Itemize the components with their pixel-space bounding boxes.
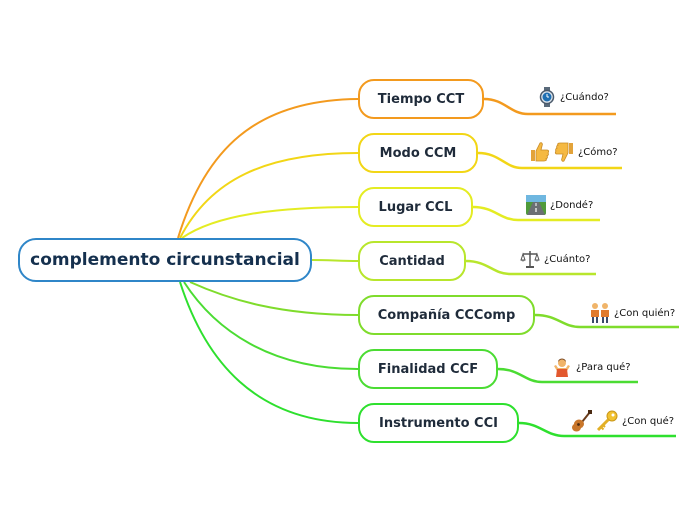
topic-cantidad[interactable]: Cantidad [358,241,466,281]
leaf-connector-cantidad [465,259,596,276]
connector-cantidad [311,259,359,262]
leaf-finalidad[interactable]: ¿Para qué? [552,357,631,377]
leaf-label-tiempo: ¿Cuándo? [560,91,609,103]
topic-lugar[interactable]: Lugar CCL [358,187,473,227]
two-people-icon [591,303,609,323]
leaf-label-finalidad: ¿Para qué? [576,361,631,373]
leaf-connector-tiempo [483,97,616,116]
connector-modo [179,152,359,239]
key-icon [596,410,618,432]
leaf-label-modo: ¿Cómo? [578,146,618,158]
leaf-connector-finalidad [497,367,638,384]
thumbs-up-icon [531,142,550,162]
leaf-lugar[interactable]: ¿Dondé? [526,195,593,215]
thumbs-down-icon [554,142,573,162]
road-icon [526,195,546,215]
leaf-connector-lugar [472,205,600,222]
connector-lugar [181,206,359,239]
leaf-modo[interactable]: ¿Cómo? [530,141,618,163]
leaf-compania[interactable]: ¿Con quién? [590,302,675,324]
leaf-tiempo[interactable]: ¿Cuándo? [538,87,609,107]
connector-tiempo [177,98,359,239]
guitar-icon [572,410,592,432]
balance-scale-icon [520,251,540,268]
connector-compania [189,281,359,316]
topic-modo[interactable]: Modo CCM [358,133,478,173]
topic-tiempo[interactable]: Tiempo CCT [358,79,484,119]
topic-finalidad[interactable]: Finalidad CCF [358,349,498,389]
root-node[interactable]: complemento circunstancial [18,238,312,282]
wristwatch-icon [539,87,555,107]
leaf-label-compania: ¿Con quién? [614,307,676,319]
topic-compania[interactable]: Compañía CCComp [358,295,535,335]
person-shrugging-icon [554,358,570,377]
topic-instrumento[interactable]: Instrumento CCI [358,403,519,443]
connector-instrumento [179,281,359,424]
leaf-label-instrumento: ¿Con qué? [622,415,675,427]
leaf-instrumento[interactable]: ¿Con qué? [572,410,674,432]
leaf-connector-modo [477,151,622,170]
leaf-cantidad[interactable]: ¿Cuánto? [520,249,590,269]
connector-finalidad [183,281,359,370]
leaf-label-cantidad: ¿Cuánto? [544,253,591,265]
leaf-connector-compania [534,313,679,329]
leaf-connector-instrumento [518,421,676,438]
leaf-label-lugar: ¿Dondé? [550,199,594,211]
